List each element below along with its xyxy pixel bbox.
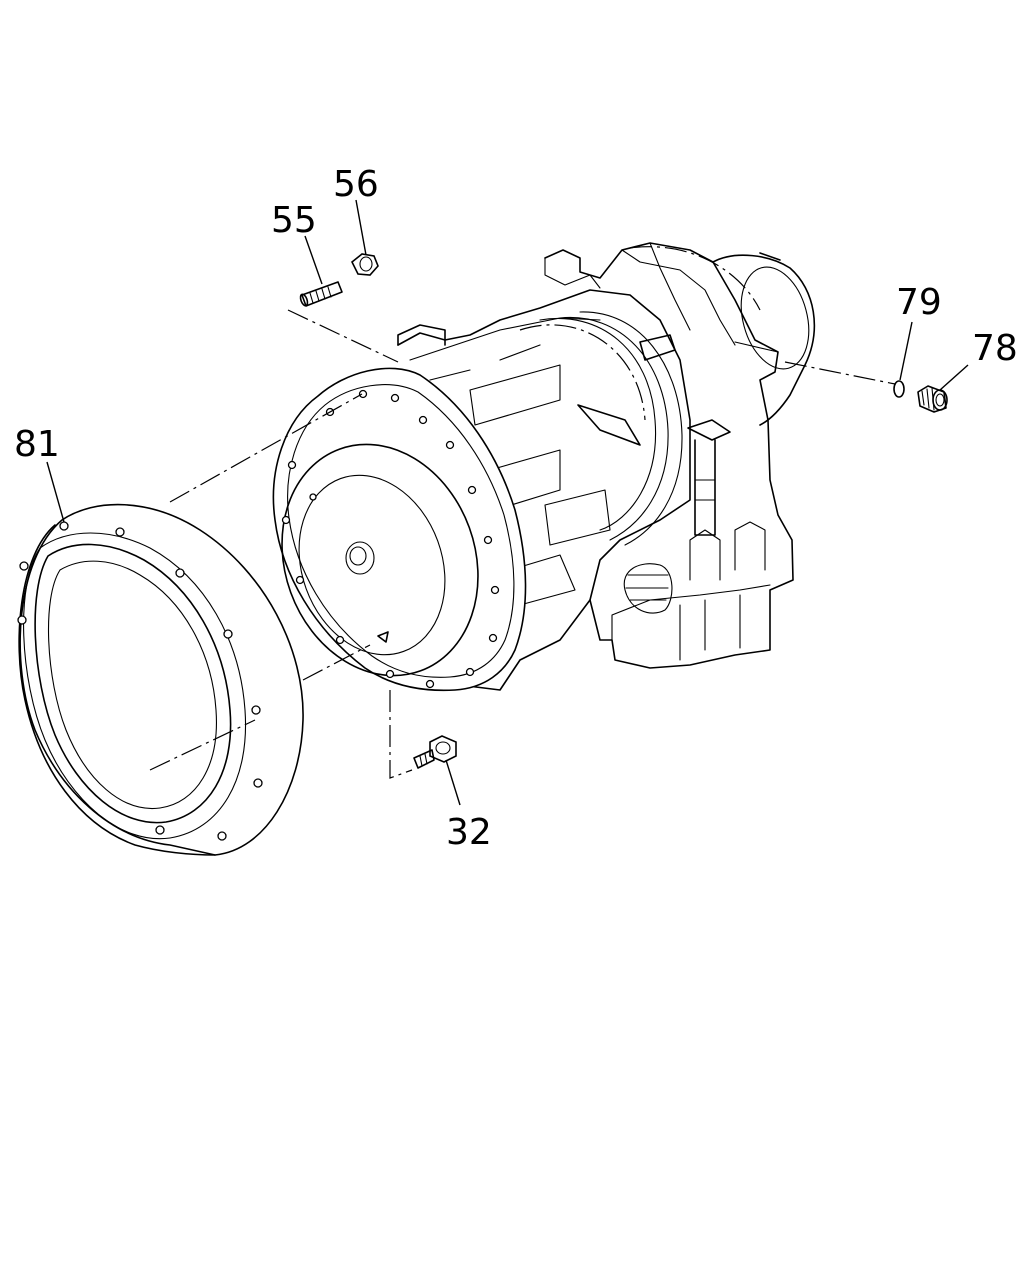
callout-labels: 55 56 79 78 81 32	[14, 164, 1018, 853]
callout-56: 56	[333, 164, 379, 205]
callout-79: 79	[896, 282, 942, 323]
callout-55: 55	[271, 200, 317, 241]
transmission-main-case	[397, 289, 691, 691]
plug-78	[917, 385, 948, 413]
callout-32: 32	[446, 812, 492, 853]
adapter-ring-81	[17, 503, 304, 856]
nut-56	[350, 253, 379, 276]
callout-81: 81	[14, 424, 60, 465]
bell-housing-face	[272, 367, 527, 692]
transmission-rear-housing	[544, 242, 816, 669]
leader-lines	[46, 199, 969, 806]
assembly-centerlines	[149, 309, 896, 779]
bolt-32	[413, 735, 457, 769]
stud-55	[299, 281, 343, 307]
callout-78: 78	[972, 328, 1018, 369]
o-ring-79	[893, 380, 905, 398]
